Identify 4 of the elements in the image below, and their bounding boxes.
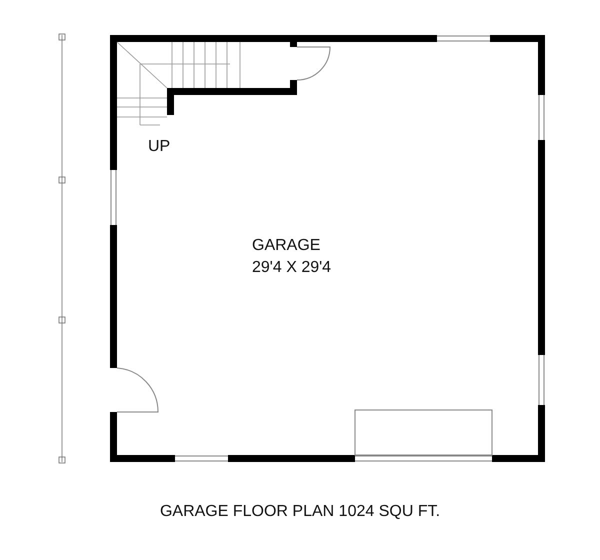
room-name: GARAGE — [252, 236, 320, 255]
stair-direction-label: UP — [148, 137, 170, 156]
plan-caption: GARAGE FLOOR PLAN 1024 SQU FT. — [158, 502, 442, 521]
room-dimensions: 29'4 X 29'4 — [252, 258, 332, 277]
